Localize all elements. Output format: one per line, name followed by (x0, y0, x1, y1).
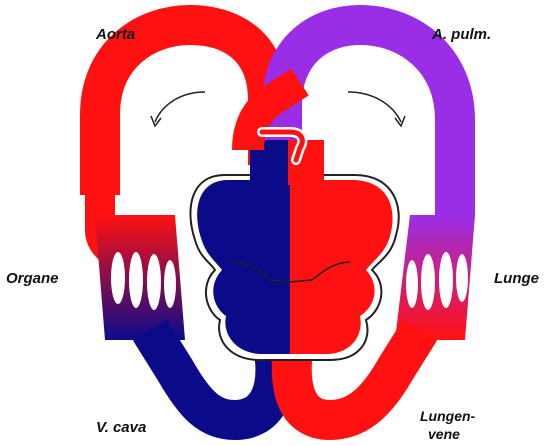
label-a-pulm: A. pulm. (431, 26, 491, 43)
label-organe: Organe (6, 270, 59, 287)
label-lungenvene-line2: vene (428, 426, 460, 442)
label-lunge: Lunge (494, 270, 539, 287)
flow-arrow-right-icon (348, 92, 405, 126)
lung-capillaries (395, 215, 475, 340)
heart-left-side-oxygenated (290, 180, 393, 354)
label-aorta: Aorta (95, 26, 135, 43)
label-v-cava: V. cava (96, 419, 146, 436)
heart-right-side-deoxygenated (197, 180, 290, 354)
label-lungenvene-line1: Lungen- (420, 408, 476, 424)
organ-capillaries (95, 215, 185, 340)
flow-arrow-left-icon (151, 92, 205, 126)
